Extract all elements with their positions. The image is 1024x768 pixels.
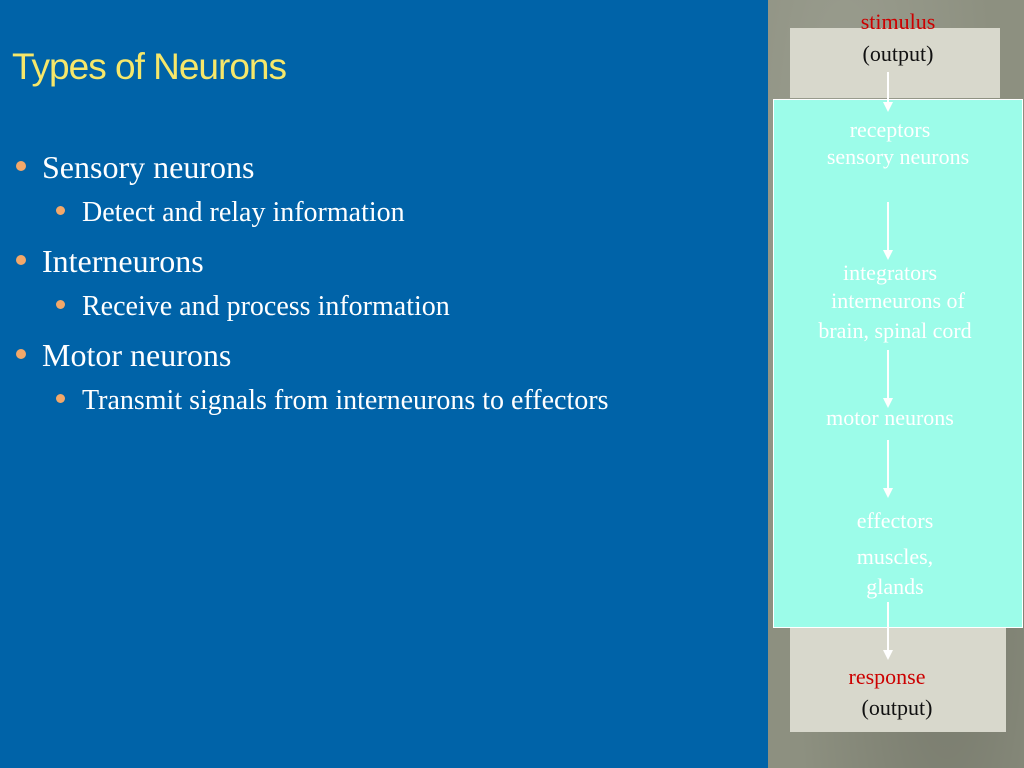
sub-bullet-motor: Transmit signals from interneurons to ef… [14, 380, 754, 422]
bullet-label: Interneurons [42, 243, 204, 279]
flow-receptors: receptors [849, 117, 931, 142]
bullet-label: Sensory neurons [42, 149, 255, 185]
flow-glands: glands [866, 574, 924, 599]
bullet-label: Motor neurons [42, 337, 232, 373]
paper-background-top [790, 28, 1000, 98]
arrow-down-icon [883, 72, 893, 112]
arrow-down-icon [883, 202, 893, 260]
bullet-dot-icon [16, 255, 26, 265]
flow-effectors: effectors [856, 508, 934, 533]
paper-background-bottom [790, 628, 1006, 732]
flow-integrators: integrators [842, 260, 938, 285]
arrow-down-icon [883, 440, 893, 498]
flow-sensory-neurons: sensory neurons [826, 144, 970, 169]
bullet-dot-icon [56, 394, 65, 403]
flow-stimulus-note: (output) [862, 41, 934, 66]
bullet-dot-icon [56, 206, 65, 215]
bullet-dot-icon [56, 300, 65, 309]
sub-bullet-sensory: Detect and relay information [14, 192, 754, 234]
flow-interneurons-line2: brain, spinal cord [818, 318, 972, 343]
flow-muscles: muscles, [856, 544, 934, 569]
bullet-dot-icon [16, 161, 26, 171]
flow-motor-neurons: motor neurons [826, 405, 954, 430]
flow-interneurons-line1: interneurons of [831, 288, 965, 313]
flow-response: response [848, 664, 926, 689]
bullet-interneurons: Interneurons [14, 240, 754, 282]
flow-response-note: (output) [861, 695, 933, 720]
sub-bullet-label: Detect and relay information [82, 197, 405, 228]
bullet-motor: Motor neurons [14, 334, 754, 376]
flow-stimulus: stimulus [860, 9, 936, 34]
arrow-down-icon [883, 602, 893, 660]
sub-bullet-interneurons: Receive and process information [14, 286, 754, 328]
slide-title: Types of Neurons [12, 46, 287, 87]
bullet-dot-icon [16, 349, 26, 359]
sub-bullet-label: Transmit signals from interneurons to ef… [82, 385, 609, 416]
arrow-down-icon [883, 350, 893, 408]
bullet-sensory: Sensory neurons [14, 146, 754, 188]
sub-bullet-label: Receive and process information [82, 291, 450, 322]
content-panel: Types of Neurons Sensory neurons Detect … [12, 46, 754, 428]
flow-box [773, 99, 1023, 628]
bullet-list: Sensory neurons Detect and relay informa… [14, 146, 754, 428]
